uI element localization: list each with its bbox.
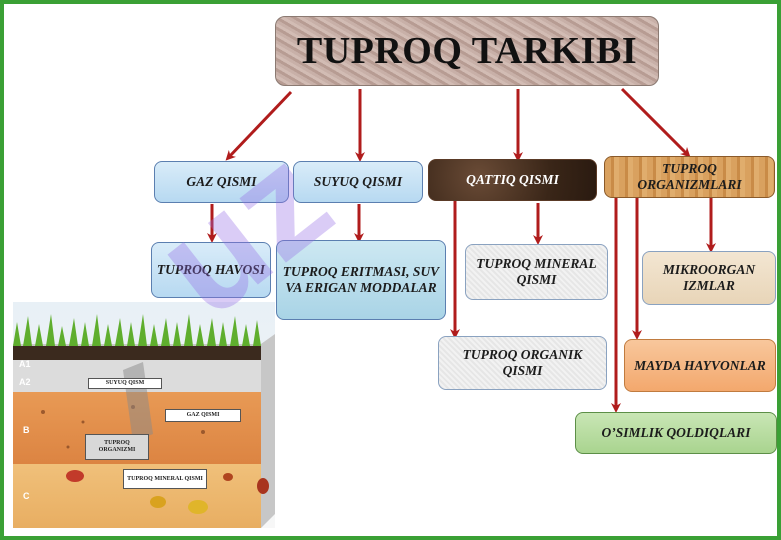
node-mikroorganizmlar-label: MIKROORGAN IZMLAR (662, 262, 756, 293)
title-box: TUPROQ TARKIBI (275, 16, 659, 86)
node-suyuq-qismi: SUYUQ QISMI (293, 161, 423, 203)
soil-label-gaz-text: GAZ QISMI (186, 412, 220, 419)
horizon-label-a1: A1 (19, 359, 31, 369)
layer-a1 (13, 346, 261, 360)
node-tuproq-havosi: TUPROQ HAVOSI (151, 242, 271, 298)
c-layer-stones (66, 470, 269, 514)
node-osimlik-qoldiqlari: O’SIMLIK QOLDIQLARI (575, 412, 777, 454)
soil-label-mineral-text: TUPROQ MINERAL QISMI (127, 475, 203, 482)
page-title: TUPROQ TARKIBI (296, 30, 638, 72)
node-qattiq-qismi-label: QATTIQ QISMI (466, 172, 559, 188)
arrows-layer (207, 87, 716, 413)
node-qattiq-qismi: QATTIQ QISMI (428, 159, 597, 201)
node-tuproq-organizmlari: TUPROQ ORGANIZMLARI (604, 156, 775, 198)
soil-label-organizm-text: TUPROQ ORGANIZMI (98, 440, 136, 453)
soil-label-gaz: GAZ QISMI (165, 409, 241, 422)
horizon-label-c: C (23, 491, 30, 501)
arrow-title-to-organizm (620, 87, 691, 158)
node-tuproq-organizmlari-label: TUPROQ ORGANIZMLARI (637, 161, 742, 192)
node-mayda-hayvonlar-label: MAYDA HAYVONLAR (634, 357, 766, 373)
node-mayda-hayvonlar: MAYDA HAYVONLAR (624, 339, 776, 392)
soil-profile-illustration: A1 A2 B C SUYUQ QISM GAZ QISMI TUPROQ OR… (13, 302, 275, 528)
soil-label-organizm: TUPROQ ORGANIZMI (85, 434, 149, 460)
arrow-title-to-gaz (225, 90, 293, 161)
node-suyuq-qismi-label: SUYUQ QISMI (313, 174, 403, 190)
node-mikroorganizmlar: MIKROORGAN IZMLAR (642, 251, 776, 305)
node-gaz-qismi-label: GAZ QISMI (186, 174, 257, 190)
node-tuproq-eritmasi-label: TUPROQ ERITMASI, SUV VA ERIGAN MODDALAR (282, 264, 440, 295)
node-tuproq-havosi-label: TUPROQ HAVOSI (156, 262, 266, 278)
soil-label-mineral: TUPROQ MINERAL QISMI (123, 469, 207, 489)
node-osimlik-qoldiqlari-label: O’SIMLIK QOLDIQLARI (601, 425, 751, 441)
horizon-label-b: B (23, 425, 30, 435)
node-tuproq-mineral-qismi-label: TUPROQ MINERAL QISMI (476, 256, 597, 287)
horizon-label-a2: A2 (19, 377, 31, 387)
node-gaz-qismi: GAZ QISMI (154, 161, 289, 203)
node-tuproq-eritmasi: TUPROQ ERITMASI, SUV VA ERIGAN MODDALAR (276, 240, 446, 320)
soil-label-suyuq: SUYUQ QISM (88, 378, 162, 389)
node-tuproq-mineral-qismi: TUPROQ MINERAL QISMI (465, 244, 608, 300)
soil-label-suyuq-text: SUYUQ QISM (105, 380, 145, 387)
node-tuproq-organik-qismi-label: TUPROQ ORGANIK QISMI (462, 347, 583, 378)
grass (13, 314, 261, 346)
node-tuproq-organik-qismi: TUPROQ ORGANIK QISMI (438, 336, 607, 390)
